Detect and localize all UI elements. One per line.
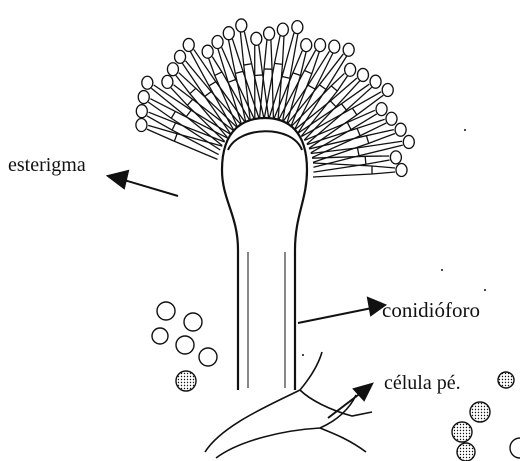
sterigma-conidium [329,40,340,53]
sterigma-conidium [202,45,213,58]
sterigma-conidium [251,32,262,45]
arrow-esterigma-line [124,180,178,196]
arrow-esterigma-head [108,171,128,188]
conidium [176,336,194,354]
conidium-partial [510,438,520,458]
conidium-dotted [457,443,475,461]
sterigma-conidium [403,135,414,148]
conidium-dotted [470,402,490,422]
sterigma-conidium [395,123,406,136]
sterigma-conidium [162,75,173,88]
conidium [199,348,217,366]
sterigma-conidium [345,63,356,76]
sterigma-conidium [370,75,381,88]
sterigma-conidium [386,112,397,125]
conidium [157,302,175,320]
arrow-conidioforo-line [298,308,372,323]
sterigma-conidium [343,43,354,56]
sterigma-conidium [167,63,178,76]
label-esterigma: esterigma [8,154,86,177]
conidium-dotted [176,371,196,391]
arrow-celula-head [354,384,372,400]
conidium [152,328,168,344]
sterigma-conidium [212,36,223,49]
sterigma-conidium [236,19,247,32]
sterigma-conidium [136,119,147,132]
sterigma-conidium [382,83,393,96]
sterigma-conidium [175,50,186,63]
sterigma [147,125,222,159]
sterigma-conidium [357,68,368,81]
sterigma-conidium [136,105,147,118]
sterigma-conidium [277,23,288,36]
conidium-dotted [452,422,472,442]
sterigma-conidium [301,39,312,52]
sterigma-conidium [376,103,387,116]
conidium-dotted [498,372,514,388]
free-conidia-group [152,302,520,461]
sterigma-conidium [315,39,326,52]
sterigma [147,112,225,154]
sterigma-conidium [396,164,407,177]
label-celula-pe: célula pé. [384,372,461,395]
sterigma-conidium [292,21,303,34]
vesicle-outline [222,118,307,390]
conidium [184,313,202,331]
sterigma-conidium [264,27,275,40]
label-conidioforo: conidióforo [382,298,480,323]
sterigma-conidium [390,151,401,164]
sterigma-conidium [138,91,149,104]
sterigma-conidium [183,38,194,51]
sterigma-conidium [142,76,153,89]
sterigma-conidium [223,27,234,40]
